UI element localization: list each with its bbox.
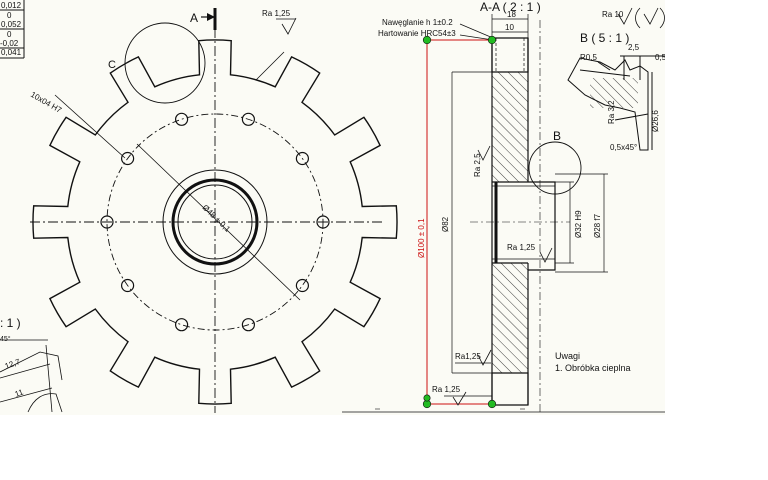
detail-c-label: C: [108, 59, 116, 71]
tolerance-value: 0,041: [1, 48, 22, 57]
root-diameter-dim: Ø82: [441, 216, 450, 232]
roughness-label: Ra 1,25: [507, 243, 536, 252]
bolt-hole: [120, 278, 135, 293]
detail-b-diameter: Ø26,6: [651, 110, 660, 132]
width-18-dim: 18: [507, 10, 516, 19]
grip-point[interactable]: [487, 399, 497, 409]
section-width-dims: [491, 14, 529, 38]
section-hatch-upper: [492, 72, 528, 182]
bolt-hole: [100, 215, 114, 229]
section-view-aa[interactable]: [470, 20, 582, 412]
tolerance-value: 0: [7, 11, 12, 20]
bolt-hole: [120, 151, 135, 166]
roughness-label: Ra 1,25: [262, 9, 291, 18]
detail-b-hatch: [590, 78, 638, 108]
detail-b-dim: 0,5: [655, 53, 665, 62]
partial-view-angle: 45°: [0, 335, 11, 343]
detail-b-title: B ( 5 : 1 ): [580, 31, 629, 45]
tolerance-value: -0,02: [0, 39, 19, 48]
partial-view-dim: 11: [14, 387, 25, 398]
roughness-label: Ra 1,25: [432, 385, 461, 394]
technical-drawing: 0,012 0 0,052 0 -0,02 0,041: [0, 0, 665, 413]
hub-diameter-dim: Ø32 H9: [574, 210, 583, 238]
bolt-hole: [295, 278, 309, 293]
root-diameter-dim-lines: [451, 71, 492, 374]
bore-dim-leader: [136, 143, 301, 301]
notes-item: 1. Obróbka cieplna: [555, 363, 631, 373]
gear-outline: [32, 39, 398, 405]
bolt-hole: [241, 318, 255, 332]
hub-diameter-dim-lines: [555, 173, 608, 273]
section-title: A-A ( 2 : 1 ): [480, 0, 541, 14]
carburize-note: Nawęglanie h 1±0.2: [382, 18, 453, 27]
section-hatch-lower: [492, 263, 528, 373]
detail-b-roughness: Ra 3,2: [607, 100, 616, 124]
hardness-note: Hartowanie HRC54±3: [378, 29, 456, 38]
grip-point[interactable]: [423, 394, 431, 402]
bolt-hole: [295, 151, 309, 166]
bolt-hole: [175, 112, 189, 126]
bore-diameter-dim: Ø48 ± 0,1: [201, 203, 233, 234]
detail-b-marker: B: [553, 129, 561, 143]
tolerance-value: 0: [7, 30, 12, 39]
gear-front-view[interactable]: [30, 10, 398, 413]
spline-note: 10x04 H7: [29, 90, 64, 115]
drawing-canvas[interactable]: 0,012 0 0,052 0 -0,02 0,041: [0, 0, 665, 415]
surface-roughness-label: Ra 10: [602, 10, 624, 19]
outer-diameter-dim: Ø100 ± 0,1: [417, 218, 426, 258]
note-leaders: [459, 23, 494, 41]
partial-view-dim: 12,7: [4, 357, 22, 371]
tolerance-table: [0, 0, 25, 59]
hub-outline: [528, 181, 556, 271]
bolt-hole: [241, 112, 255, 126]
detail-b-circle: [528, 141, 582, 195]
detail-c-circle: [124, 22, 206, 104]
tolerance-value: 0,012: [1, 1, 22, 10]
partial-view-title: : 1 ): [0, 316, 21, 330]
shaft-diameter-dim: Ø28 f7: [593, 213, 602, 238]
bolt-holes: [100, 112, 330, 332]
tolerance-value: 0,052: [1, 20, 22, 29]
detail-b-radius: R0,5: [580, 53, 597, 62]
tooth-profile-bottom: [491, 372, 529, 406]
notes-title: Uwagi: [555, 351, 580, 361]
width-10-dim: 10: [505, 23, 514, 32]
outer-diameter-dim-lines: [426, 39, 492, 405]
roughness-label: Ra1,25: [455, 352, 481, 361]
surface-check-symbol: [617, 7, 665, 29]
grip-point[interactable]: [487, 35, 497, 45]
bolt-hole: [316, 215, 330, 229]
grip-point[interactable]: [422, 35, 432, 45]
roughness-symbol: [255, 17, 297, 81]
section-marker-a: [201, 8, 217, 30]
spline-leader: [54, 94, 126, 159]
section-marker-label: A: [190, 11, 198, 25]
partial-detail-view: [0, 339, 63, 413]
bolt-hole: [175, 318, 189, 332]
section-roughness-symbols: [444, 145, 553, 406]
grip-points[interactable]: [422, 35, 497, 409]
roughness-label: Ra 2,5: [473, 153, 482, 177]
detail-b-dim: 2,5: [628, 43, 640, 52]
detail-b-chamfer: 0,5x45°: [610, 143, 637, 152]
tooth-profile-top: [491, 37, 529, 73]
